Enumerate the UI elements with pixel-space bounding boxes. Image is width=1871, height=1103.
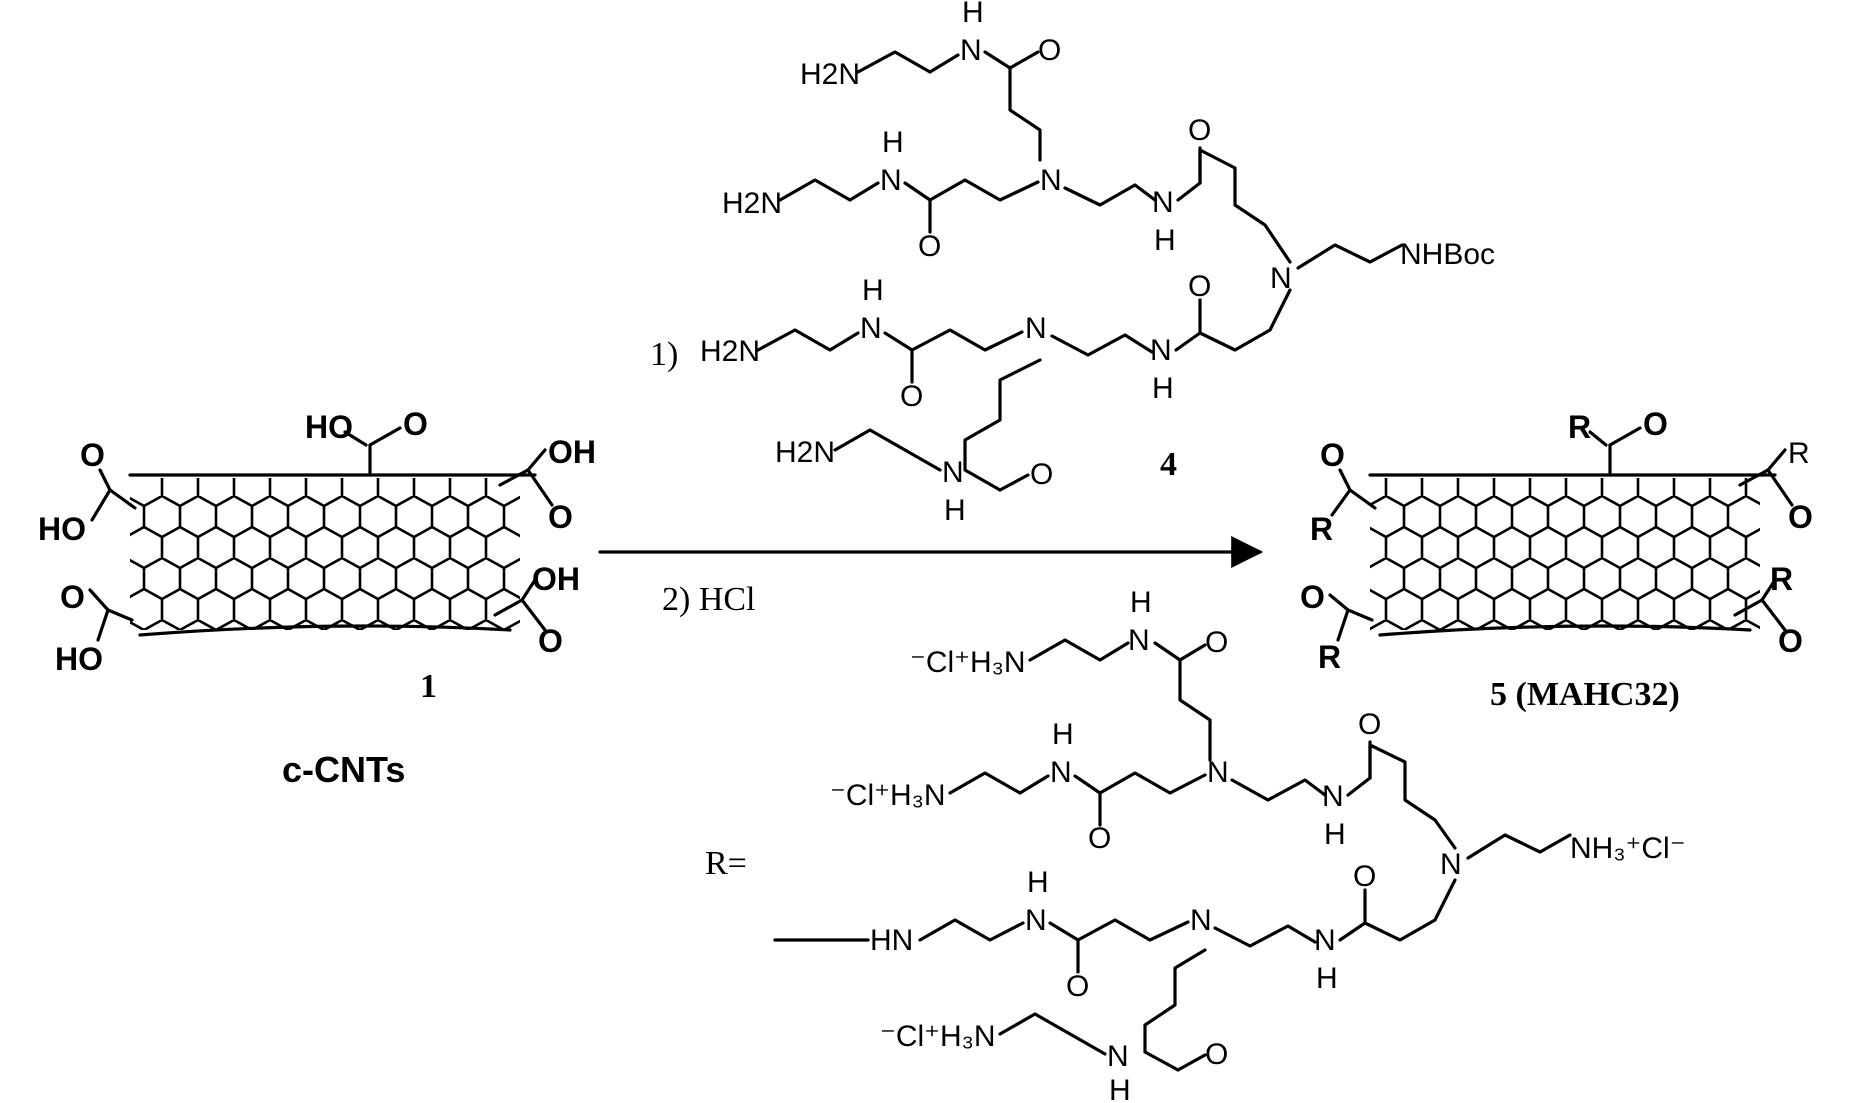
amide-group: O R: [1300, 579, 1372, 675]
carboxyl-group: HO O: [305, 406, 428, 475]
atom-label: H: [862, 274, 884, 307]
atom-label: O: [538, 623, 563, 659]
atom-label: OH: [532, 561, 580, 597]
atom-label: H: [1130, 586, 1152, 619]
atom-label: H: [1052, 718, 1074, 751]
reactant-cnt: HO O O HO OH O O HO OH: [38, 406, 596, 790]
atom-label: N: [880, 164, 902, 197]
cnt-lattice: [1370, 478, 1760, 630]
atom-label: N: [942, 456, 964, 489]
reagent-4-structure: H2N N H O H2N N H O N N H O N NHBoc H2N …: [700, 0, 1495, 527]
atom-label: H: [1109, 1074, 1131, 1103]
amide-group: R O: [1568, 406, 1668, 475]
atom-label: N: [1025, 312, 1047, 345]
atom-label: O: [60, 579, 85, 615]
atom-label: HO: [305, 409, 353, 445]
atom-label: N: [1190, 904, 1212, 937]
atom-label: H: [1154, 224, 1176, 257]
step-2-label: 2) HCl: [662, 581, 756, 618]
atom-label: O: [1188, 114, 1211, 147]
atom-label: N: [1128, 624, 1150, 657]
product-label: 5 (MAHC32): [1490, 676, 1680, 713]
atom-label: N: [960, 34, 982, 67]
atom-label: R: [1568, 409, 1591, 445]
atom-label: O: [1788, 499, 1813, 535]
compound-number: 4: [1160, 446, 1177, 483]
atom-label: NH₃⁺Cl⁻: [1570, 832, 1686, 865]
atom-label: O: [1353, 860, 1376, 893]
atom-label: H: [944, 494, 966, 527]
atom-label: H2N: [800, 58, 860, 91]
atom-label: ⁻Cl⁺H₃N: [910, 646, 1026, 679]
atom-label: O: [1205, 626, 1228, 659]
atom-label: N: [1314, 924, 1336, 957]
reactant-name: c-CNTs: [282, 749, 405, 790]
atom-label: N: [1050, 756, 1072, 789]
cnt-lattice: [130, 478, 520, 630]
atom-label: O: [1066, 970, 1089, 1003]
atom-label: ⁻Cl⁺H₃N: [830, 779, 946, 812]
atom-label: O: [1030, 458, 1053, 491]
atom-label: H: [1316, 962, 1338, 995]
atom-label: N: [1107, 1040, 1129, 1073]
atom-label: N: [1025, 904, 1047, 937]
atom-label: ⁻Cl⁺H₃N: [880, 1020, 996, 1053]
atom-label: R: [1310, 511, 1333, 547]
atom-label: R: [1788, 437, 1810, 470]
atom-label: O: [403, 406, 428, 442]
atom-label: O: [1088, 822, 1111, 855]
r-group-definition: R= ⁻Cl⁺H₃N N H O ⁻Cl⁺H₃N N H O N N H O N…: [705, 586, 1686, 1103]
atom-label: HO: [55, 641, 103, 677]
atom-label: O: [1358, 708, 1381, 741]
atom-label: R: [1770, 561, 1793, 597]
atom-label: O: [548, 499, 573, 535]
atom-label: O: [1038, 34, 1061, 67]
atom-label: H2N: [722, 187, 782, 220]
atom-label: O: [1643, 406, 1668, 442]
atom-label: O: [1300, 579, 1325, 615]
r-label: R=: [705, 845, 747, 882]
amide-group: O R: [1310, 437, 1375, 547]
atom-label: OH: [548, 434, 596, 470]
atom-label: H: [882, 126, 904, 159]
atom-label: H2N: [775, 436, 835, 469]
atom-label: H: [962, 0, 984, 29]
atom-label: N: [860, 312, 882, 345]
atom-label: NHBoc: [1400, 238, 1495, 271]
atom-label: O: [1205, 1038, 1228, 1071]
atom-label: N: [1440, 848, 1462, 881]
atom-label: H2N: [700, 335, 760, 368]
atom-label: H: [1152, 372, 1174, 405]
atom-label: N: [1150, 334, 1172, 367]
atom-label: N: [1152, 186, 1174, 219]
atom-label: O: [918, 230, 941, 263]
atom-label: R: [1318, 639, 1341, 675]
atom-label: O: [1778, 623, 1803, 659]
carboxyl-group: O HO: [55, 579, 132, 677]
atom-label: O: [1320, 437, 1345, 473]
compound-number: 1: [420, 668, 437, 705]
step-1-label: 1): [650, 336, 678, 373]
atom-label: N: [1040, 164, 1062, 197]
atom-label: O: [1188, 270, 1211, 303]
atom-label: HO: [38, 511, 86, 547]
atom-label: H: [1324, 818, 1346, 851]
atom-label: O: [80, 437, 105, 473]
atom-label: HN: [870, 924, 913, 957]
atom-label: H: [1027, 866, 1049, 899]
carboxyl-group: O HO: [38, 437, 135, 547]
atom-label: N: [1207, 756, 1229, 789]
atom-label: N: [1322, 780, 1344, 813]
atom-label: O: [900, 380, 923, 413]
product-cnt: R O O R R O O R R O: [1300, 406, 1813, 713]
